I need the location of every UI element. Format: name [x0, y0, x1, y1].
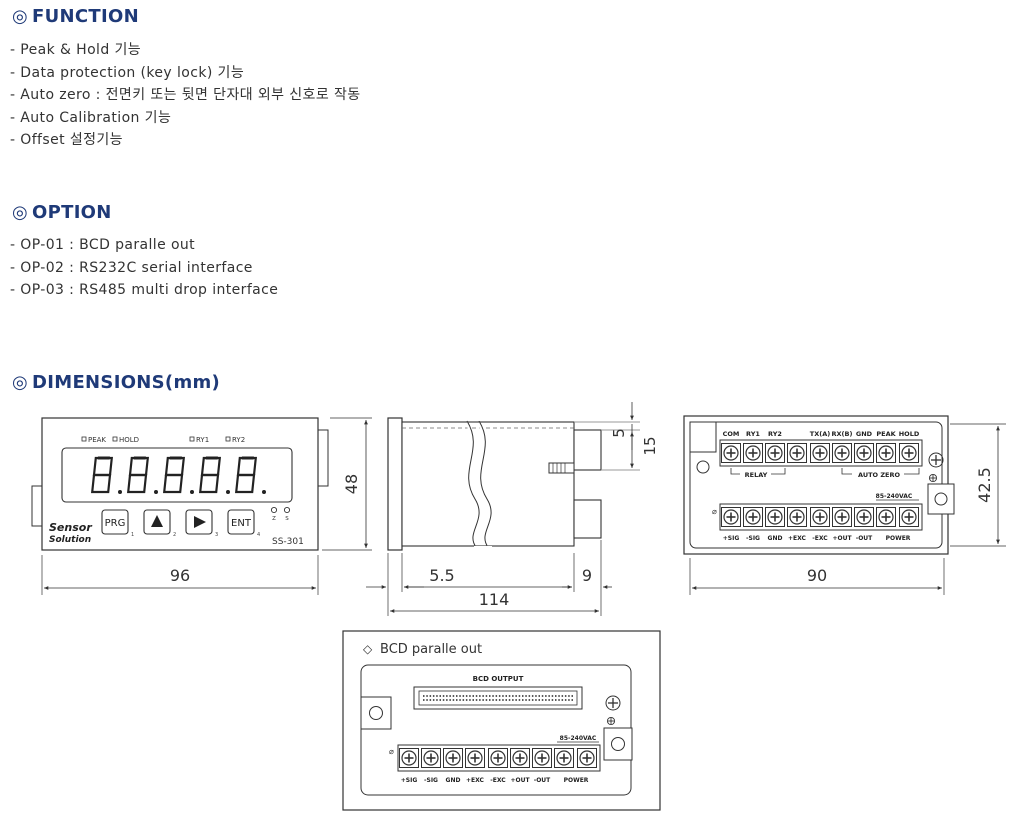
terminal-label-plus-out: +OUT: [832, 535, 852, 542]
bcd-connector-label: BCD OUTPUT: [473, 675, 524, 683]
ry2-indicator-label: RY2: [232, 436, 245, 444]
function-heading: ◎FUNCTION: [12, 6, 139, 27]
screw-icon: [928, 452, 944, 468]
front-height-dimension: 48: [342, 474, 361, 494]
terminal-label-rxb: RX(B): [832, 430, 853, 438]
screw-icon: [605, 695, 621, 711]
seven-segment-digit: [126, 456, 158, 494]
relay-group-label: RELAY: [745, 471, 768, 479]
terminal-label-com: COM: [723, 430, 740, 438]
logo-line-2: Solution: [49, 535, 91, 545]
bcd-terminal-label-gnd: GND: [446, 777, 461, 784]
logo-line-1: Sensor: [49, 521, 92, 534]
terminal-label-minus-sig: -SIG: [746, 535, 760, 542]
zero-label: Z: [272, 516, 276, 522]
side-dimension-5-5: 5.5: [429, 566, 454, 585]
bcd-terminal-label-plus-sig: +SIG: [401, 777, 418, 784]
bcd-terminal-label-minus-sig: -SIG: [424, 777, 438, 784]
double-circle-icon: ◎: [12, 202, 29, 223]
triangle-right-icon: [194, 516, 206, 528]
auto-zero-group-label: AUTO ZERO: [858, 471, 900, 479]
option-list: - OP-01 : BCD paralle out - OP-02 : RS23…: [10, 234, 278, 302]
function-item: - Peak & Hold 기능: [10, 42, 142, 58]
model-label: SS-301: [272, 537, 304, 547]
terminal-label-ry1: RY1: [746, 430, 760, 438]
ground-icon: [928, 473, 938, 483]
side-dimension-9: 9: [582, 566, 592, 585]
svg-text:⌀: ⌀: [389, 747, 394, 756]
right-button[interactable]: 3: [185, 509, 218, 538]
side-dimension-114: 114: [479, 590, 510, 609]
option-item: - OP-02 : RS232C serial interface: [10, 259, 253, 276]
side-dimension-15: 15: [641, 436, 659, 455]
bcd-terminal-label-plus-exc: +EXC: [466, 777, 485, 784]
ent-button-label: ENT: [231, 518, 252, 529]
bcd-terminal-label-minus-out: -OUT: [534, 777, 551, 784]
span-label: S: [285, 516, 289, 522]
side-dimension-5: 5: [610, 428, 628, 438]
bcd-view: ◇ BCD paralle out ⌀ BCD OUTPUT 85-240VAC: [342, 630, 661, 811]
function-item: - Auto zero : 전면키 또는 뒷면 단자대 외부 신호로 작동: [10, 87, 361, 103]
terminal-label-txa: TX(A): [810, 430, 830, 438]
terminal-label-power: POWER: [886, 535, 911, 542]
seven-segment-digit: [162, 456, 194, 494]
button-number: 3: [215, 532, 218, 538]
option-title: OPTION: [32, 202, 112, 223]
rear-width-dimension: 90: [807, 566, 827, 585]
terminal-label-minus-exc: -EXC: [812, 535, 828, 542]
double-circle-icon: ◎: [12, 6, 29, 27]
diamond-icon: ◇: [363, 642, 373, 656]
function-item: - Offset 설정기능: [10, 132, 123, 148]
terminal-label-hold: HOLD: [899, 430, 920, 438]
function-title: FUNCTION: [32, 6, 139, 27]
terminal-label-ry2: RY2: [768, 430, 782, 438]
front-width-dimension: 96: [170, 566, 190, 585]
ry1-indicator-label: RY1: [196, 436, 209, 444]
option-item: - OP-03 : RS485 multi drop interface: [10, 282, 279, 298]
terminal-label-gnd: GND: [768, 535, 783, 542]
hold-indicator-label: HOLD: [119, 436, 139, 444]
bcd-terminal-label-minus-exc: -EXC: [490, 777, 506, 784]
function-item: - Data protection (key lock) 기능: [10, 64, 245, 81]
power-spec-label: 85-240VAC: [876, 493, 913, 500]
function-item: - Auto Calibration 기능: [10, 109, 172, 126]
bcd-title: BCD paralle out: [380, 642, 482, 657]
button-number: 1: [131, 532, 134, 538]
terminal-label-plus-sig: +SIG: [723, 535, 740, 542]
triangle-up-icon: [151, 515, 163, 527]
peak-indicator-label: PEAK: [88, 436, 106, 444]
rear-view: ⌀ COM RY1 RY2 TX(A) RX(B) GND PEAK HOLD …: [683, 415, 1006, 595]
ent-button[interactable]: ENT 4: [227, 509, 260, 538]
ground-icon: [606, 716, 616, 726]
terminal-label-minus-out: -OUT: [856, 535, 873, 542]
function-list: - Peak & Hold 기능 - Data protection (key …: [10, 39, 361, 152]
front-view: PEAK HOLD RY1 RY2 PRG 1 2 3 ENT 4: [31, 417, 372, 595]
option-item: - OP-01 : BCD paralle out: [10, 237, 196, 253]
double-circle-icon: ◎: [12, 372, 29, 393]
bcd-terminal-label-power: POWER: [564, 777, 589, 784]
seven-segment-digit: [198, 456, 230, 494]
prg-button[interactable]: PRG 1: [101, 509, 134, 538]
dimensions-title: DIMENSIONS(mm): [32, 372, 221, 393]
terminal-label-plus-exc: +EXC: [788, 535, 807, 542]
option-heading: ◎OPTION: [12, 202, 112, 223]
dimensions-heading: ◎DIMENSIONS(mm): [12, 372, 220, 393]
prg-button-label: PRG: [105, 518, 126, 529]
seven-segment-digit: [90, 456, 122, 494]
bcd-power-spec-label: 85-240VAC: [560, 735, 597, 742]
svg-text:⌀: ⌀: [712, 507, 717, 516]
up-button[interactable]: 2: [143, 509, 176, 538]
rear-height-dimension: 42.5: [975, 467, 994, 503]
bcd-terminal-label-plus-out: +OUT: [510, 777, 530, 784]
side-view: 5 15 5.5 9 114: [366, 402, 659, 616]
seven-segment-digit: [234, 456, 266, 494]
terminal-label-peak: PEAK: [876, 430, 896, 438]
button-number: 4: [257, 532, 260, 538]
terminal-label-gnd: GND: [856, 430, 873, 438]
button-number: 2: [173, 532, 176, 538]
